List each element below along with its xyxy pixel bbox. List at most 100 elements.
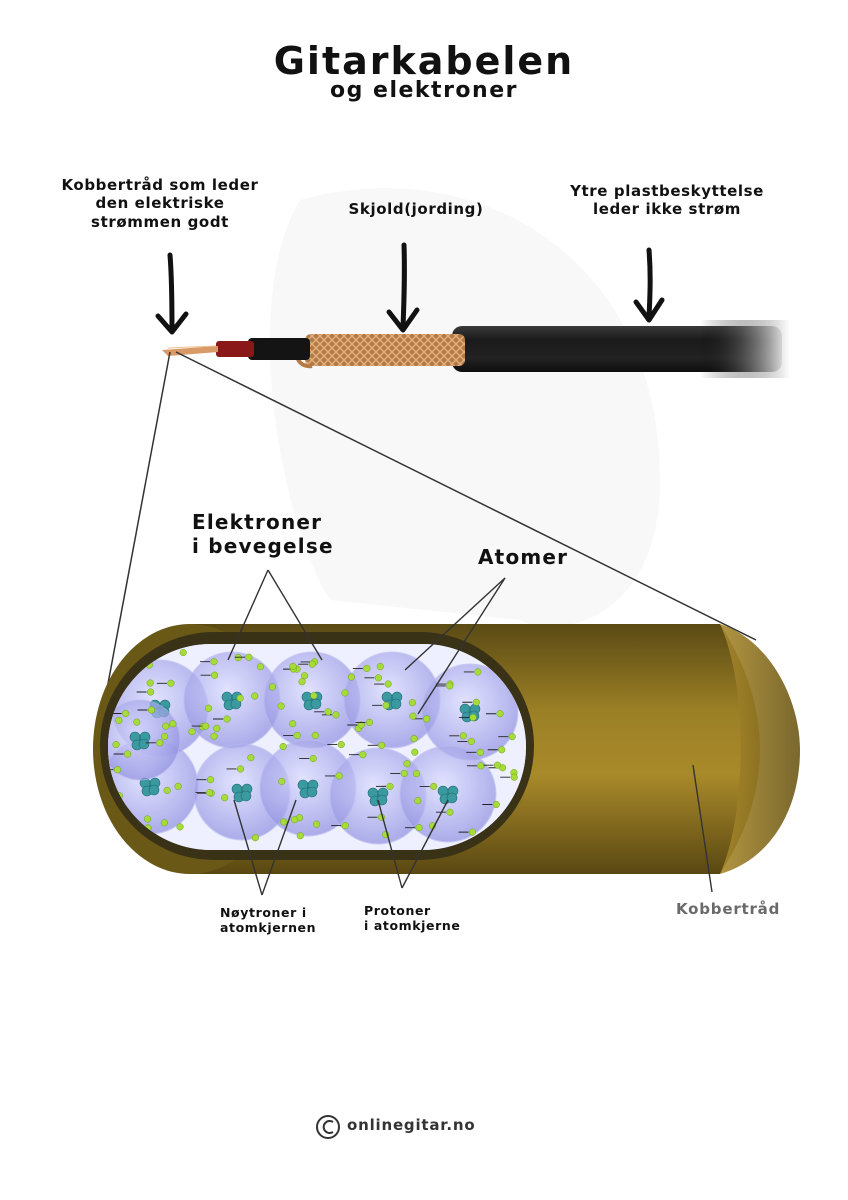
electron-dot-icon	[466, 762, 485, 770]
electron-dot-icon	[160, 819, 168, 827]
outer-jacket	[452, 326, 782, 372]
arrow-down-icon	[155, 252, 189, 335]
electron-dot-icon	[251, 692, 259, 700]
electron-dot-icon	[459, 713, 477, 722]
electron-dot-icon	[256, 663, 265, 671]
electron-dot-icon	[466, 748, 484, 756]
electron-dot-icon	[341, 689, 349, 697]
electron-dot-icon	[289, 720, 297, 728]
electron-dot-icon	[411, 748, 419, 756]
electron-dot-icon	[314, 708, 332, 716]
electron-dot-icon	[482, 800, 500, 809]
electron-dot-icon	[311, 731, 319, 739]
electron-dot-icon	[409, 712, 417, 720]
electron-dot-icon	[234, 653, 253, 661]
electron-dot-icon	[174, 782, 182, 790]
electron-dot-icon	[462, 698, 480, 706]
electron-dot-icon	[251, 834, 259, 842]
electron-dot-icon	[410, 735, 418, 743]
electron-dot-icon	[419, 782, 438, 791]
electron-dot-icon	[162, 722, 170, 730]
electron-dot-icon	[113, 750, 132, 758]
electron-dot-icon	[325, 772, 343, 780]
electron-dot-icon	[310, 692, 318, 700]
electron-dot-icon	[221, 794, 229, 802]
electron-dot-icon	[414, 797, 422, 805]
electron-dot-icon	[500, 773, 518, 781]
shield-braid	[305, 334, 465, 366]
electron-dot-icon	[160, 732, 169, 740]
electron-dot-icon	[289, 662, 297, 670]
electron-dot-icon	[296, 832, 304, 840]
electron-dot-icon	[283, 731, 301, 740]
background-shape	[269, 188, 660, 627]
electron-dot-icon	[191, 722, 210, 730]
zoom-line	[103, 351, 171, 706]
electron-dot-icon	[449, 732, 467, 740]
electron-dot-icon	[226, 765, 245, 773]
electron-dot-icon	[498, 733, 516, 741]
electron-dot-icon	[176, 823, 184, 831]
inner-insulation-black	[248, 338, 310, 360]
electron-dot-icon	[355, 718, 374, 726]
electron-dot-icon	[298, 678, 306, 686]
electron-dot-icon	[327, 741, 345, 749]
nucleus-icon	[129, 731, 151, 751]
electron-dot-icon	[487, 746, 506, 754]
label-shield: Skjold(jording)	[348, 200, 484, 218]
electron-dot-icon	[312, 820, 321, 828]
electron-dot-icon	[347, 721, 365, 729]
label-outer-plastic: Ytre plastbeskyttelse leder ikke strøm	[570, 182, 764, 219]
label-copper-wire: Kobbertråd som leder den elektriske strø…	[61, 176, 259, 231]
electron-dot-icon	[115, 716, 123, 724]
zoom-line	[175, 351, 757, 641]
page-subtitle: og elektroner	[330, 78, 518, 103]
electron-dot-icon	[279, 743, 287, 751]
pointer-lines	[227, 569, 713, 896]
arrow-down-icon	[633, 247, 665, 323]
electron-dot-icon	[299, 755, 317, 763]
electron-dot-icon	[213, 724, 221, 732]
electron-dot-icon	[376, 782, 394, 790]
electron-dot-icon	[458, 828, 477, 836]
label-protons: Protoner i atomkjerne	[364, 903, 461, 934]
electron-dot-icon	[137, 706, 156, 714]
electron-dot-icon	[146, 679, 154, 687]
nucleus-icon	[459, 703, 481, 723]
footer-site[interactable]: onlinegitar.no	[347, 1116, 476, 1134]
electron-dot-icon	[374, 680, 392, 688]
copper-core	[162, 346, 218, 356]
electron-dot-icon	[457, 737, 475, 745]
electron-dot-icon	[179, 649, 187, 657]
electron-dot-icon	[483, 761, 501, 769]
electron-dot-icon	[301, 672, 309, 680]
electron-dot-icon	[247, 754, 255, 762]
electron-dot-icon	[196, 776, 215, 784]
electron-dot-icon	[205, 704, 213, 712]
electron-dot-icon	[290, 816, 299, 824]
electron-dot-icon	[485, 710, 504, 718]
electron-dot-icon	[236, 694, 244, 702]
electron-dot-icon	[210, 732, 218, 740]
electron-dot-icon	[195, 789, 214, 797]
electron-dot-icon	[347, 673, 355, 681]
label-atoms: Atomer	[478, 545, 569, 569]
electron-dot-icon	[145, 739, 164, 747]
electron-dot-icon	[390, 769, 408, 777]
atom-field	[108, 644, 526, 850]
electron-dot-icon	[199, 658, 218, 666]
label-copper-wire-2: Kobbertråd	[676, 900, 781, 918]
electron-dot-icon	[408, 699, 416, 707]
electron-dot-icon	[156, 679, 175, 687]
electron-dot-icon	[372, 701, 390, 709]
nucleus-icon	[231, 783, 253, 803]
atom	[399, 745, 497, 843]
electron-dot-icon	[136, 688, 155, 696]
electron-dot-icon	[212, 715, 231, 723]
electron-dot-icon	[112, 741, 120, 749]
nucleus-icon	[221, 691, 243, 711]
label-electrons-moving: Elektroner i bevegelse	[192, 510, 334, 559]
electron-dot-icon	[348, 751, 367, 759]
electron-dot-icon	[376, 663, 384, 671]
